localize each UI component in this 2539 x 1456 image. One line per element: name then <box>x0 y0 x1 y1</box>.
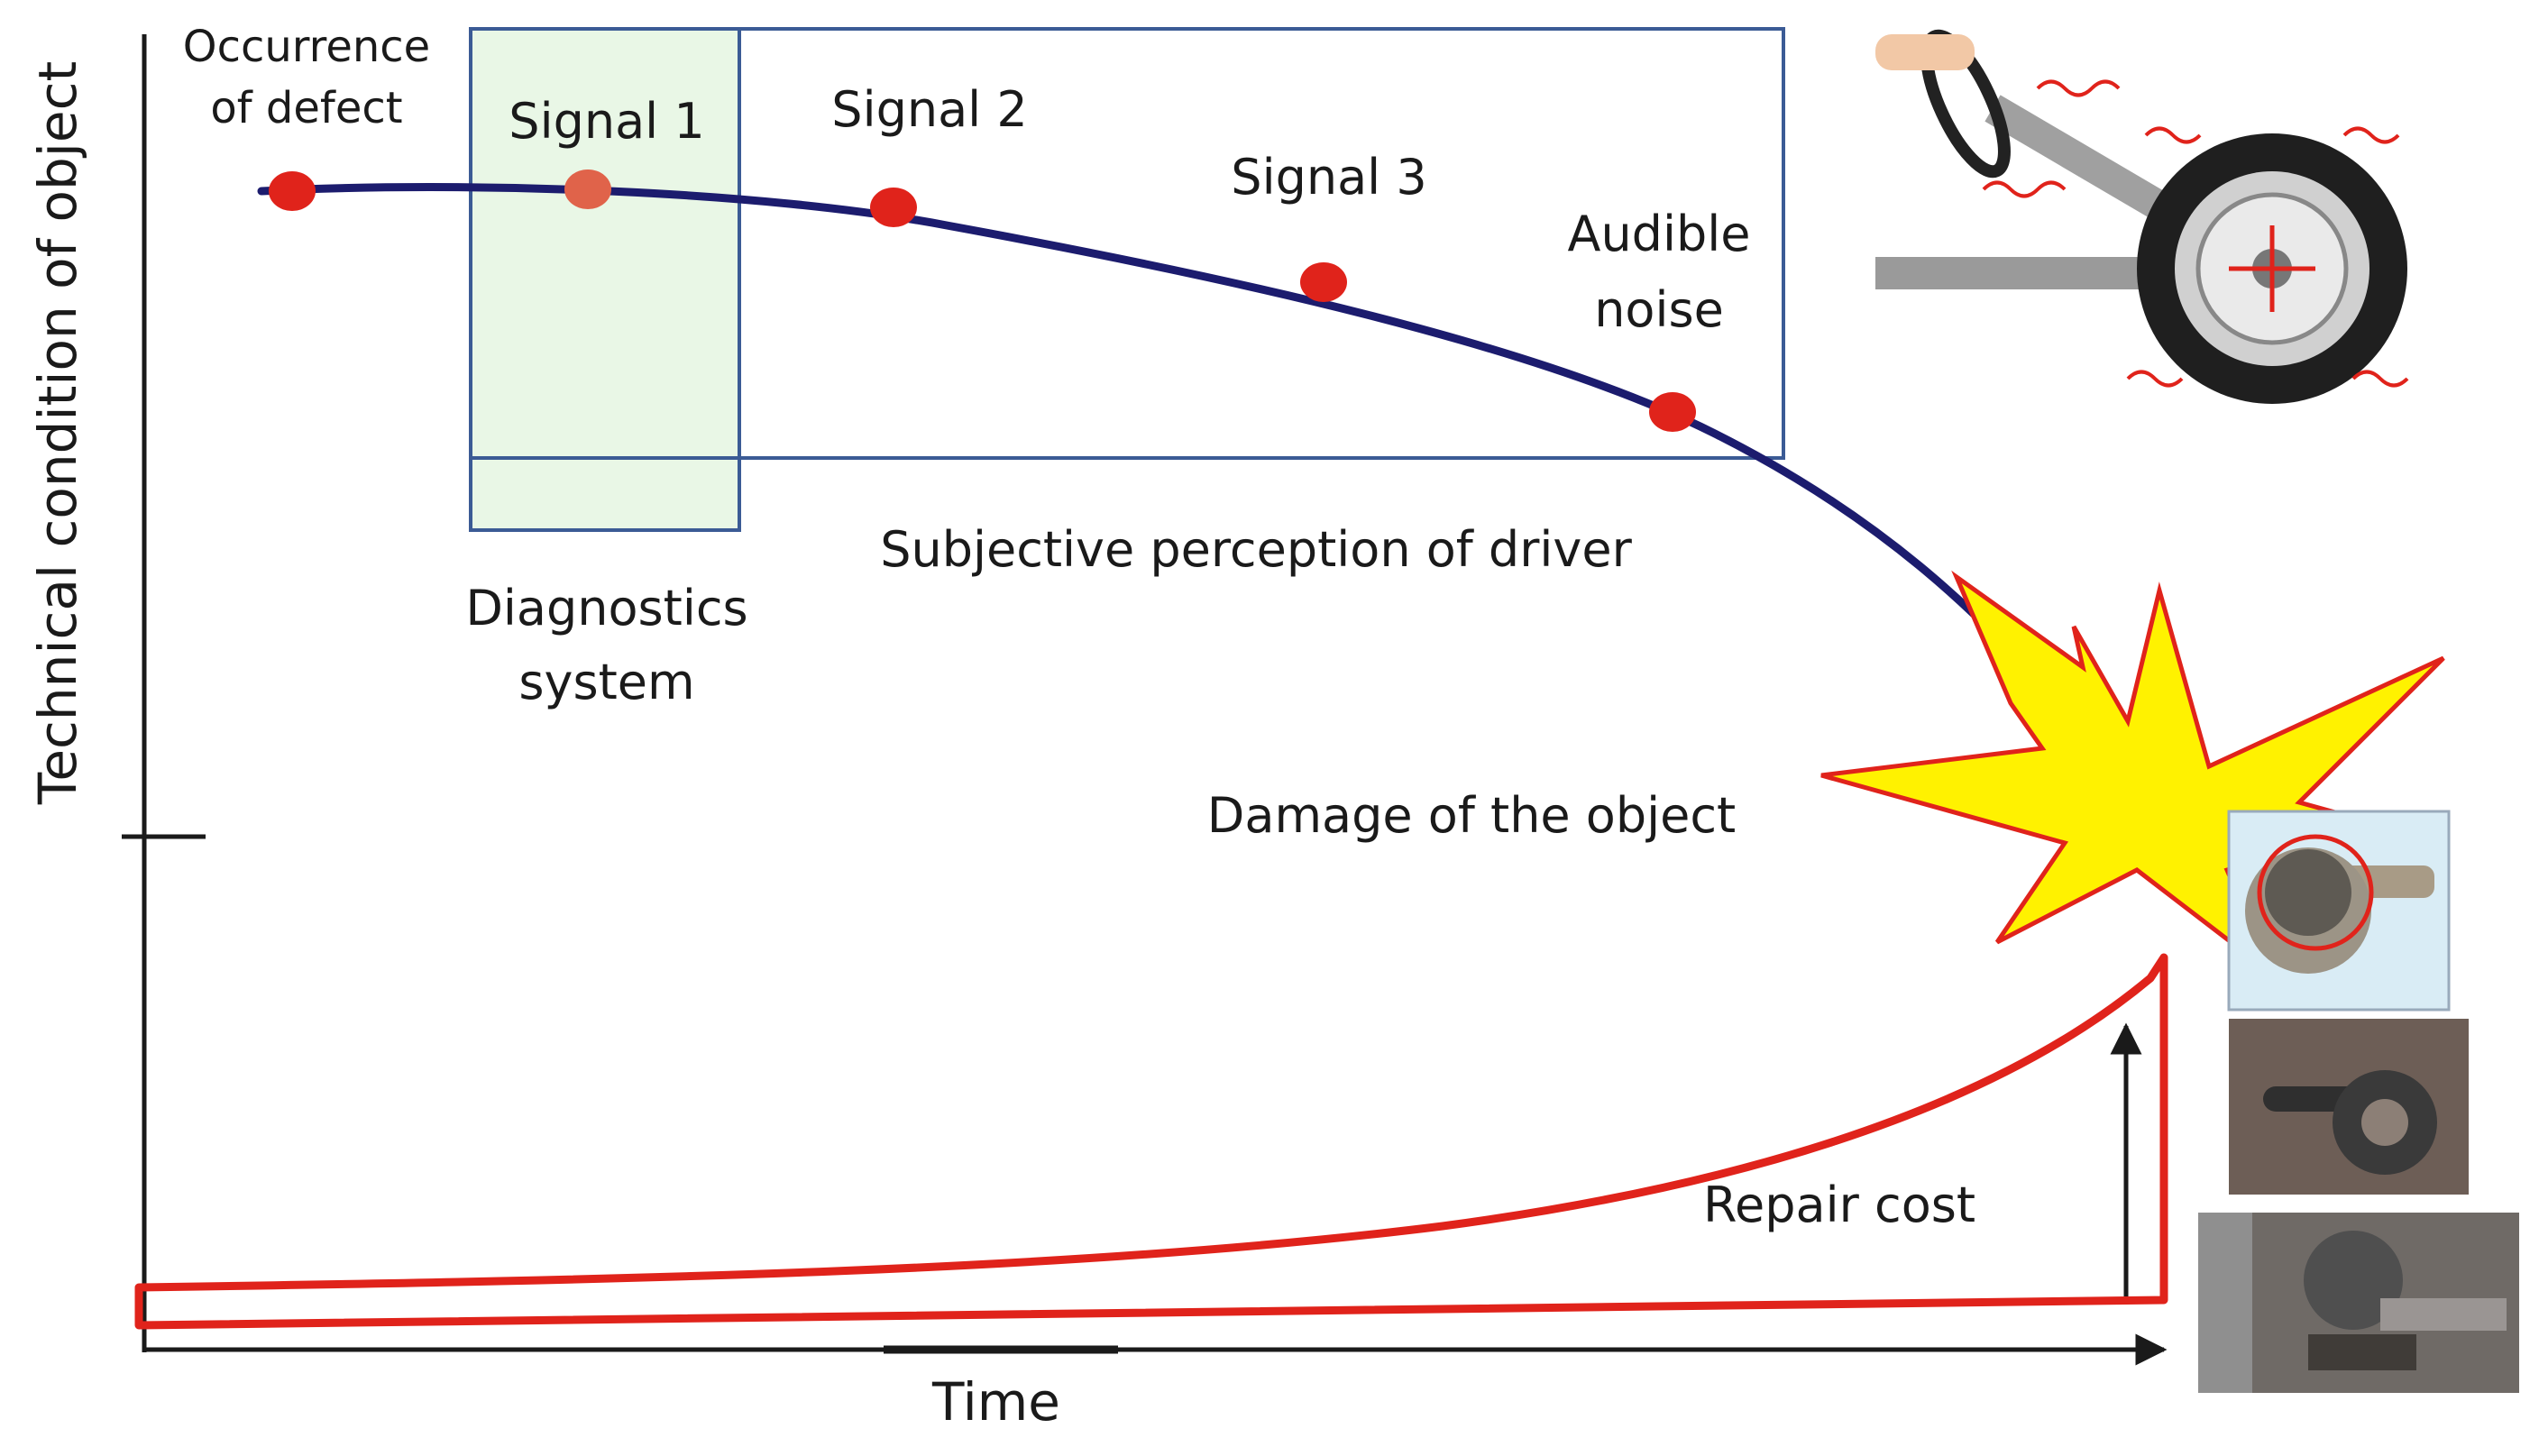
diagnostics-label-line2: system <box>518 654 694 710</box>
subjective-perception-label: Subjective perception of driver <box>880 521 1632 578</box>
explosion-burst-icon <box>1820 570 2445 981</box>
occurrence-label-line2: of defect <box>210 83 402 133</box>
signal2-dot <box>870 188 917 227</box>
signal2-label: Signal 2 <box>831 81 1027 138</box>
signal3-dot <box>1300 262 1347 302</box>
steering-wheel-and-tire-vibration-icon <box>1875 29 2409 404</box>
subjective-perception-box <box>738 27 1785 460</box>
occurrence-dot <box>269 171 316 211</box>
signal3-label: Signal 3 <box>1231 149 1426 206</box>
repair-cost-curve <box>134 953 2168 1330</box>
repair-cost-label: Repair cost <box>1703 1177 1975 1233</box>
diagnostics-system-box <box>469 27 741 532</box>
audible-label-line2: noise <box>1594 281 1724 338</box>
x-axis-label: Time <box>931 1371 1060 1433</box>
occurrence-label-line1: Occurrence <box>183 22 430 72</box>
tie-rod-end-photo <box>2229 1019 2469 1195</box>
audible-label-line1: Audible <box>1568 206 1751 262</box>
audible-noise-dot <box>1649 392 1696 432</box>
signal1-label: Signal 1 <box>509 93 704 150</box>
signal1-dot <box>564 169 611 209</box>
ball-joint-damage-photo <box>2227 810 2451 1012</box>
diagnostics-label-line1: Diagnostics <box>465 580 747 636</box>
wheel-suspension-photo <box>2198 1213 2519 1393</box>
y-axis-label: Technical condition of object <box>27 61 88 805</box>
damage-label: Damage of the object <box>1207 787 1736 844</box>
